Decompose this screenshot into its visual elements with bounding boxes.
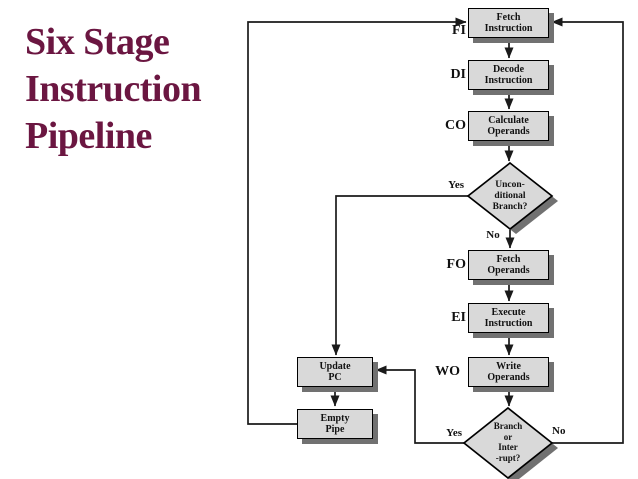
stage-box-write-operands: Write Operands: [468, 357, 549, 387]
decision-unconditional-branch-text: Uncon- ditional Branch?: [492, 180, 528, 212]
slide-title: Six Stage Instruction Pipeline: [25, 21, 202, 157]
decision-branch-or-interrupt: [462, 406, 558, 479]
stage-label-di: DI: [450, 67, 466, 82]
decision1-yes-label: Yes: [448, 179, 464, 191]
stage-label-co: CO: [445, 118, 466, 133]
stage-label-ei: EI: [451, 310, 466, 325]
decision1-no-label: No: [486, 229, 500, 241]
box-update-pc: Update PC: [297, 357, 373, 387]
connector-decision1-yes-updatepc: [331, 195, 468, 356]
stage-label-fi: FI: [452, 23, 466, 38]
connector-decision2-no-fi: [551, 17, 624, 444]
box-empty-pipe: Empty Pipe: [297, 409, 373, 439]
stage-label-fo: FO: [446, 257, 466, 272]
stage-box-decode-instruction: Decode Instruction: [468, 60, 549, 90]
connector-decision2-yes-updatepc: [375, 365, 464, 444]
connector-emptypipe-fi: [247, 17, 467, 425]
decision2-no-label: No: [552, 425, 566, 437]
stage-label-wo: WO: [435, 364, 460, 379]
stage-box-calculate-operands: Calculate Operands: [468, 111, 549, 141]
decision-unconditional-branch: [466, 161, 558, 234]
stage-box-fetch-operands: Fetch Operands: [468, 250, 549, 280]
decision-branch-or-interrupt-text: Branch or Inter -rupt?: [493, 421, 523, 463]
stage-box-execute-instruction: Execute Instruction: [468, 303, 549, 333]
stage-box-fetch-instruction: Fetch Instruction: [468, 8, 549, 38]
decision2-yes-label: Yes: [446, 427, 462, 439]
